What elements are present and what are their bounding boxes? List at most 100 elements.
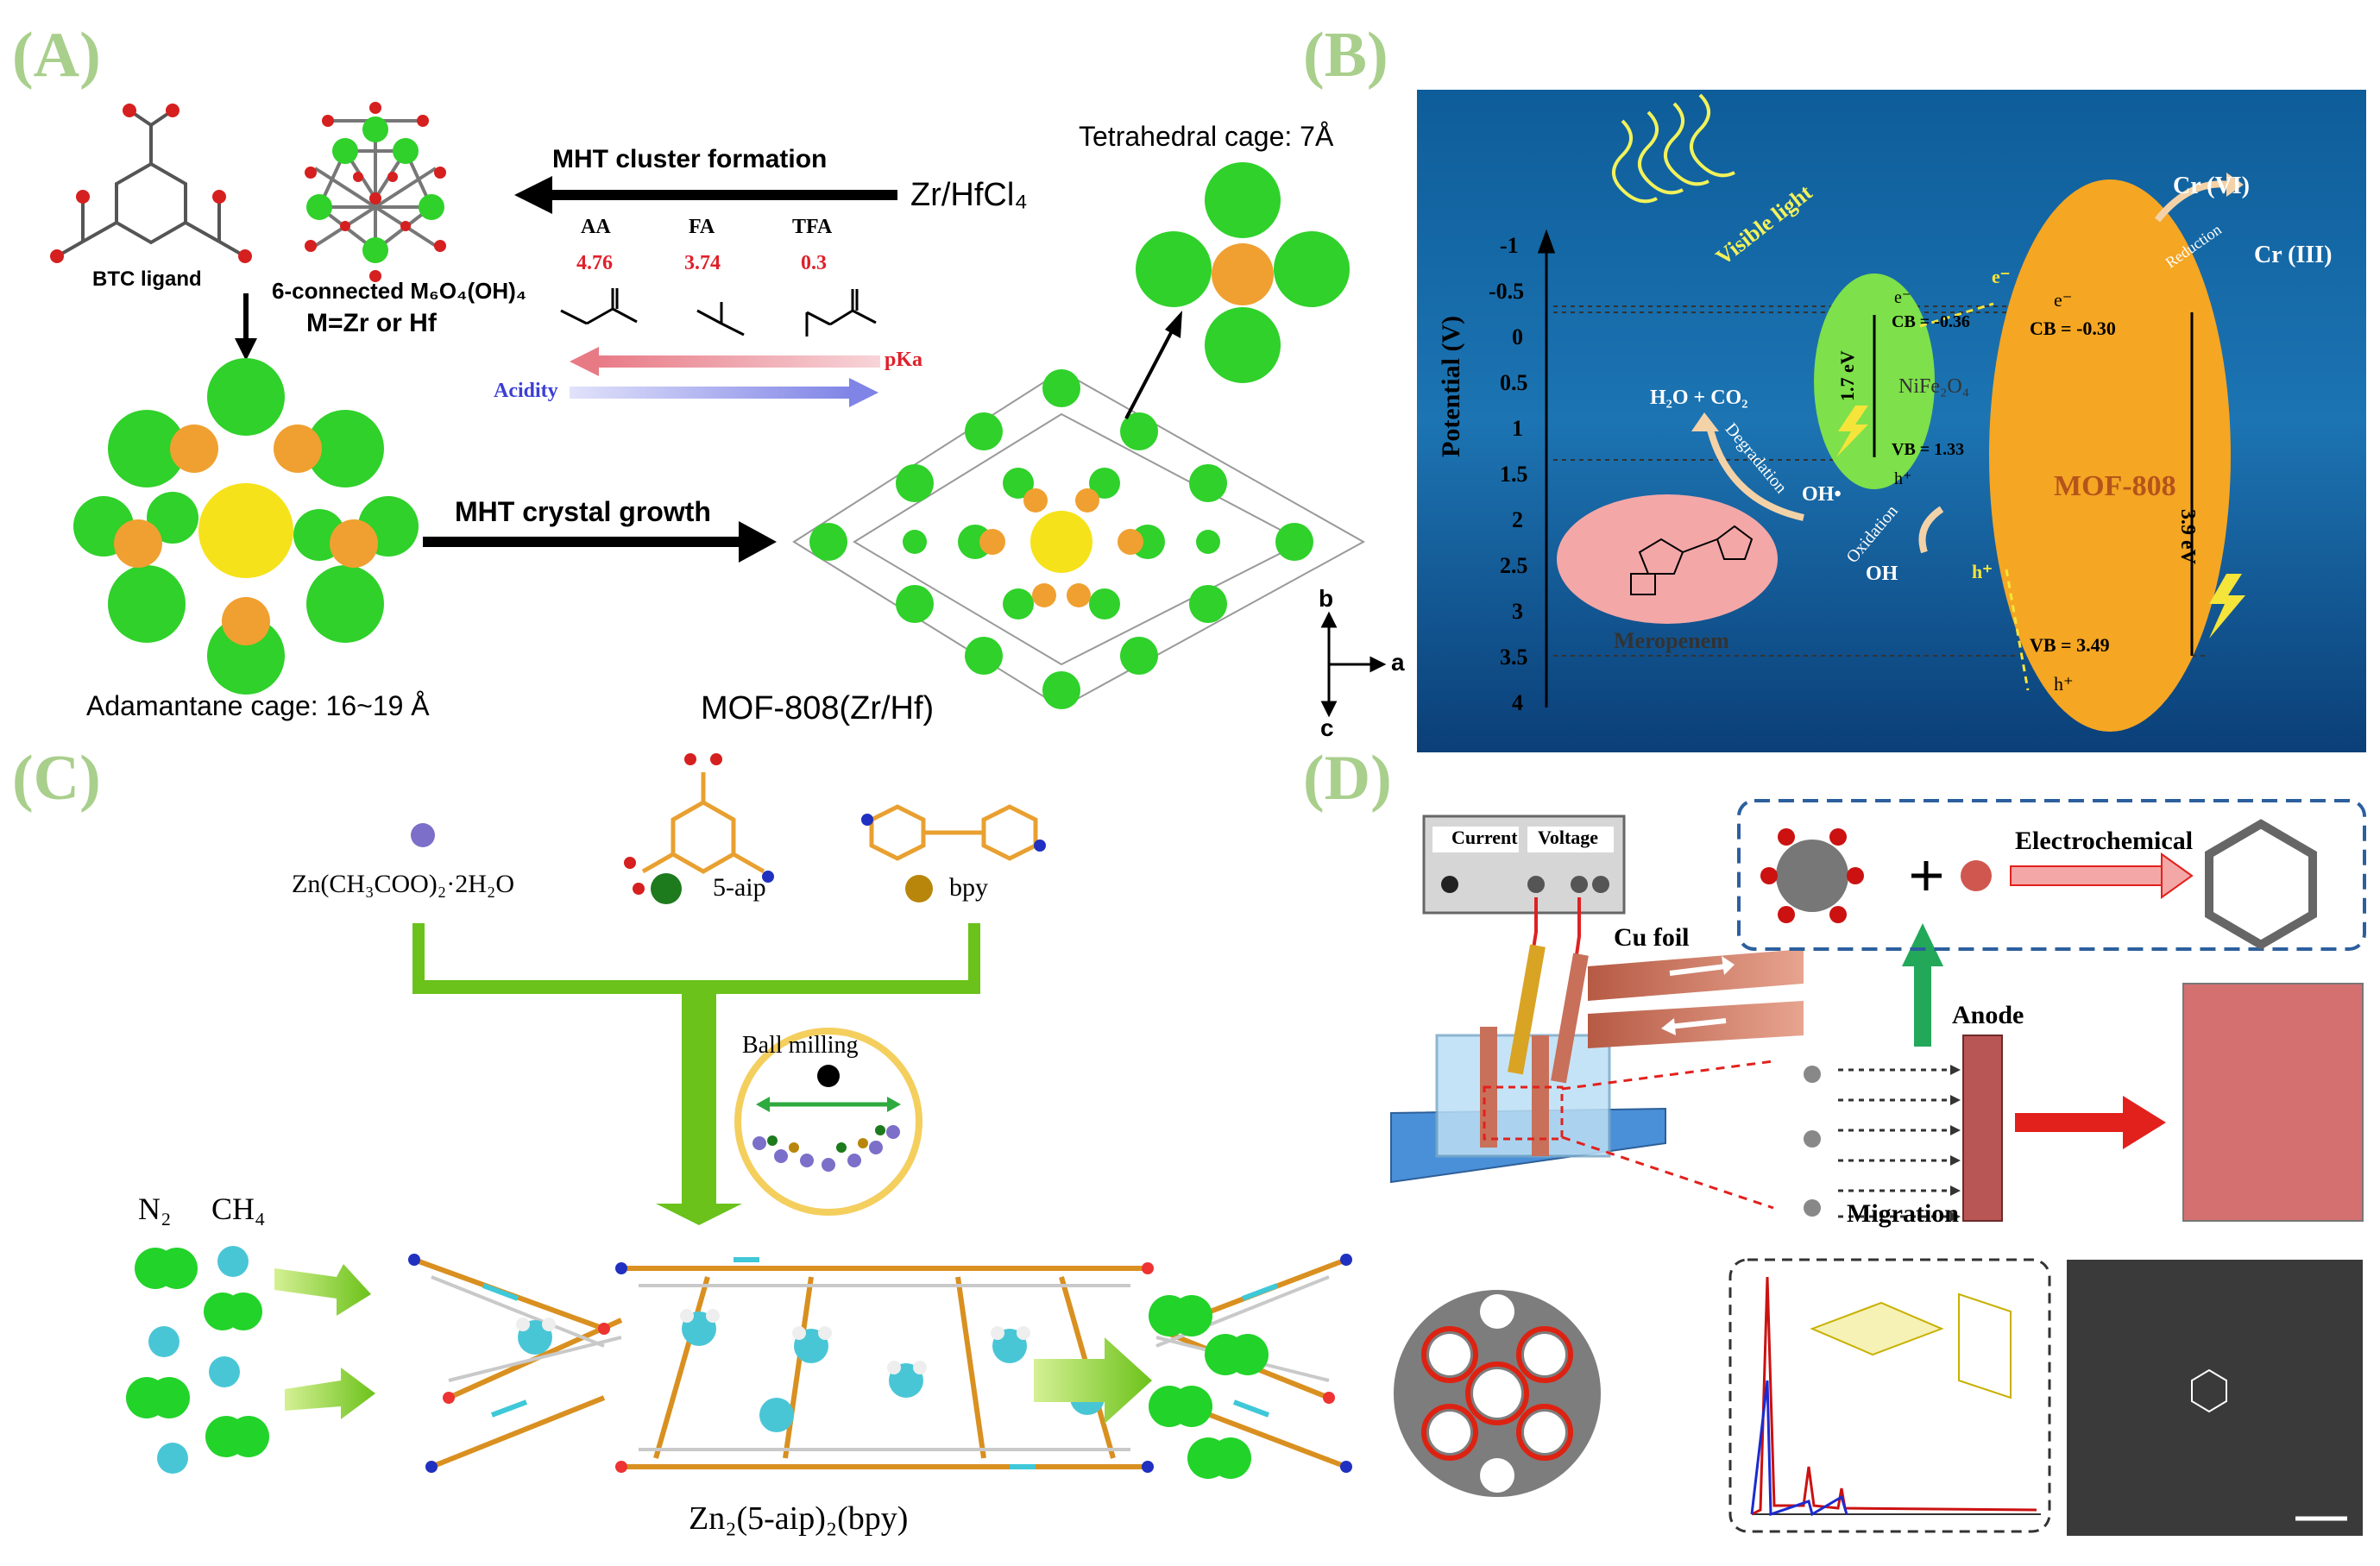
meropenem-structure [1630, 525, 1754, 595]
btc-to-adamantane-arrow [235, 293, 257, 361]
acidity-label: Acidity [494, 380, 558, 402]
hexagonal-framework-icon [2205, 819, 2317, 950]
electrochemical-reaction-box [1737, 799, 2366, 951]
y-tick: 2.5 [1500, 553, 1528, 578]
tetra-cage-label: Tetrahedral cage: 7Å [1079, 121, 1334, 152]
nife2o4-cb: CB = -0.36 [1892, 312, 1970, 331]
crystal-growth-arrow [423, 521, 777, 563]
pka-arrow [570, 347, 880, 376]
voltage-label: Voltage [1538, 827, 1599, 848]
axis-a-label: a [1391, 649, 1405, 676]
anode-icon [1962, 1035, 2003, 1222]
crystal-axes [1320, 611, 1387, 718]
5-aip-label: 5-aip [713, 873, 766, 902]
precursor-label: Zr/HfCl₄ [910, 177, 1028, 213]
mof-crystal-icon [2182, 983, 2364, 1222]
electrochemical-arrow [2010, 852, 2194, 899]
adamantane-cage-label: Adamantane cage: 16~19 Å [86, 690, 430, 721]
cluster-caption-2: M=Zr or Hf [306, 309, 437, 337]
electron-transfer-label: e⁻ [1992, 266, 2011, 287]
acid-structures [560, 288, 877, 336]
ball-milling-icon [734, 1028, 922, 1216]
nife2o4-holes: h⁺ [1894, 469, 1912, 488]
zinc-acetate-icon [411, 823, 435, 847]
ball-milling-label: Ball milling [742, 1032, 859, 1059]
axis-b-label: b [1319, 585, 1334, 612]
plus-icon [1911, 861, 1942, 890]
tem-image [2067, 1260, 2363, 1536]
btc-oxygen-atoms [50, 104, 252, 263]
oxidation-arrow [1918, 506, 1944, 554]
y-tick: -0.5 [1489, 279, 1525, 304]
zinc-salt-label: Zn(CH₃COO)₂·2H₂O [292, 870, 515, 898]
green-up-arrow [1902, 923, 1943, 1047]
btc-ligand-label: BTC ligand [92, 267, 202, 291]
cluster-formation-label: MHT cluster formation [552, 145, 828, 173]
current-label: Current [1451, 827, 1518, 848]
reaction-bracket [412, 923, 980, 1225]
panel-label-d: (D) [1303, 743, 1392, 814]
y-tick: 0.5 [1500, 370, 1528, 395]
5-aip-molecule-icon [624, 753, 774, 904]
mof-808-framework-icon [792, 369, 1366, 709]
adamantane-cage-icon [73, 358, 419, 695]
cr3-label: Cr (III) [2254, 242, 2333, 268]
degradation-arrow [1705, 422, 1804, 521]
zn-framework-icon [408, 1242, 1363, 1484]
potential-axis [1537, 229, 1556, 708]
mof-808-electrons: e⁻ [2054, 289, 2073, 311]
power-supply-icon [1422, 814, 1626, 915]
cu-foil-icon [1508, 944, 1804, 1084]
m6o4-cluster-icon [305, 102, 446, 282]
acid-pka-fa: 3.74 [684, 252, 721, 274]
electrochemical-label: Electrochemical [2015, 827, 2194, 855]
red-right-arrow [2015, 1096, 2166, 1149]
mof-808-cb: CB = -0.30 [2030, 318, 2116, 339]
y-tick: -1 [1500, 233, 1519, 258]
migration-arrows [1838, 1068, 1955, 1218]
crystal-growth-label: MHT crystal growth [455, 496, 711, 527]
y-tick: 0 [1512, 324, 1523, 349]
gas-inflow-arrow [285, 1368, 375, 1419]
gas-molecules-right [1149, 1295, 1269, 1479]
linker-molecules [1804, 1066, 1821, 1217]
cluster-caption-1: 6-connected M₆O₄(OH)₄ [272, 278, 527, 304]
nife2o4-vb: VB = 1.33 [1892, 440, 1965, 459]
migration-label: Migration [1847, 1199, 1959, 1228]
reduction-arrow [2154, 180, 2236, 223]
y-tick: 1.5 [1500, 462, 1528, 487]
products-label: H₂O + CO₂ [1650, 387, 1748, 409]
meropenem-label: Meropenem [1614, 628, 1729, 653]
mof-808-ellipse [1989, 179, 2231, 732]
cr6-label: Cr (VI) [2173, 173, 2250, 199]
axis-c-label: c [1320, 714, 1334, 741]
bpy-molecule-icon [861, 804, 1046, 902]
framework-structure-icon [1394, 1290, 1601, 1497]
zoom-lines [1561, 1060, 1774, 1210]
cu-ion-icon [1961, 860, 1992, 891]
hole-transfer-arrow [2005, 569, 2030, 691]
product-label: Zn₂(5-aip)₂(bpy) [689, 1500, 909, 1537]
acid-pka-aa: 4.76 [576, 252, 613, 274]
y-tick: 4 [1512, 690, 1523, 715]
y-tick: 1 [1512, 416, 1523, 441]
hole-transfer-label: h⁺ [1972, 561, 1993, 582]
lightning-icon [1836, 406, 1868, 457]
meropenem-ellipse [1557, 494, 1778, 624]
pka-label: pKa [885, 349, 923, 371]
gas-molecules-left [126, 1246, 269, 1474]
anode-label: Anode [1952, 1001, 2024, 1029]
panel-label-b: (B) [1303, 20, 1388, 91]
mof-808-name: MOF-808 [2054, 470, 2176, 502]
visible-light-icon [1612, 93, 1735, 204]
nife2o4-name: NiFe₂O₄ [1898, 375, 1970, 398]
cu-foil-label: Cu foil [1614, 923, 1690, 952]
gas-inflow-arrow [274, 1264, 371, 1316]
gas-outflow-arrow [1034, 1337, 1152, 1424]
panel-label-c: (C) [12, 743, 101, 814]
acid-name-aa: AA [581, 216, 611, 238]
ch4-label: CH₄ [211, 1192, 266, 1226]
